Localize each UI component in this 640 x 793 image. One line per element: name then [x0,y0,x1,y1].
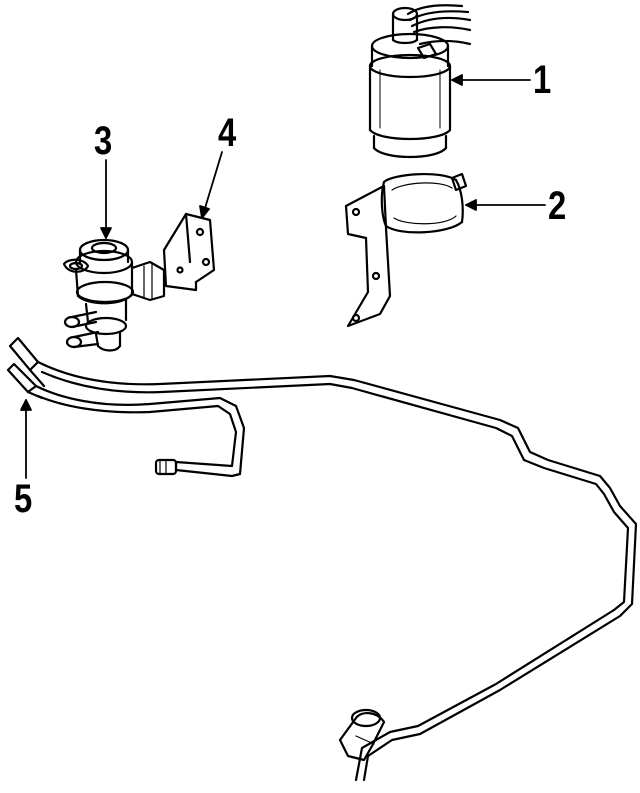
callout-4: 4 [218,111,237,155]
leader-lines [20,74,546,479]
part-4-bracket [162,212,216,292]
part-3-valve [62,238,166,352]
part-5-hose-assembly [6,336,638,782]
arrow-3 [100,227,112,239]
callout-5: 5 [14,477,33,521]
callout-2: 2 [548,184,567,228]
arrow-4 [199,205,210,219]
arrow-1 [451,74,463,86]
part-2-bracket [344,172,468,328]
callout-3: 3 [94,119,113,163]
callout-1: 1 [533,58,552,102]
part-1-canister [368,4,472,159]
arrow-2 [465,199,477,211]
arrow-5 [20,399,32,411]
